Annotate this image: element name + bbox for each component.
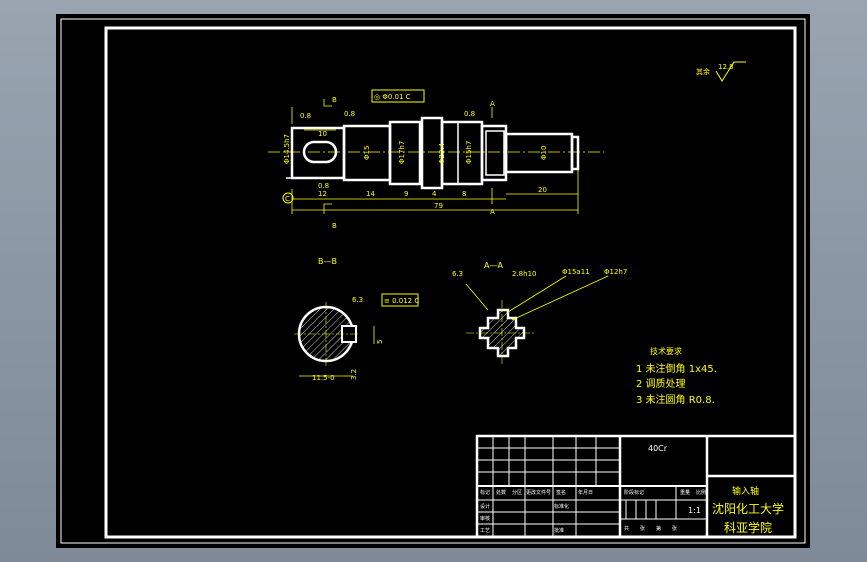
roughness-note-label: 其余: [696, 67, 710, 76]
title-block-label-change: 更改文件号: [526, 489, 551, 496]
requirement-item-3: 3 未注圆角 R0.8.: [636, 393, 715, 406]
length-label-4: 14: [366, 190, 375, 198]
section-aa-label-width: 2.8h10: [512, 270, 536, 278]
length-label-3: 12: [318, 190, 327, 198]
title-block-label-ratio: 比例: [696, 489, 706, 496]
title-block-label-no: 第: [656, 525, 661, 532]
roughness-value-3: 0.8: [464, 110, 475, 118]
length-label-9: 79: [434, 202, 443, 210]
section-mark-a-bottom: A: [490, 208, 495, 216]
roughness-value-2: 0.8: [344, 110, 355, 118]
section-bb-dim-width: 11.5-0: [312, 374, 335, 382]
requirement-item-1: 1 未注倒角 1x45.: [636, 362, 717, 375]
diameter-label-4: Φ23.4: [438, 142, 446, 164]
requirements-title: 技术要求: [650, 346, 682, 356]
roughness-note-value: 12.8: [718, 63, 734, 71]
section-bb-title: B—B: [318, 257, 337, 266]
length-label-2: 0.8: [318, 182, 329, 190]
title-block-label-review: 审核: [480, 515, 490, 522]
section-aa-title: A—A: [484, 261, 503, 270]
title-block-school-line2: 科亚学院: [724, 520, 772, 535]
title-block-label-stage: 阶段标记: [624, 489, 644, 496]
section-aa-roughness: 6.3: [452, 270, 463, 278]
title-block-label-count: 处数: [496, 489, 506, 496]
length-label-5: 9: [404, 190, 408, 198]
requirement-item-2: 2 调质处理: [636, 378, 686, 390]
length-label-1: 10: [318, 130, 327, 138]
tolerance-frame-box: [371, 89, 425, 103]
title-block-label-weight: 重量: [680, 489, 690, 496]
title-block-label-date: 年月日: [578, 489, 593, 496]
title-block: [475, 434, 797, 539]
section-mark-b-top: B: [332, 96, 337, 104]
shaft-main-view: [268, 116, 604, 190]
section-mark-b-bottom: B: [332, 222, 337, 230]
title-block-label-approve: 批准: [554, 527, 564, 534]
inner-border: [104, 26, 797, 539]
title-block-label-zone: 分区: [512, 489, 522, 496]
datum-label: C: [285, 195, 290, 203]
title-block-label-sheet2: 张: [672, 525, 677, 532]
title-block-label-standard: 标准化: [554, 503, 569, 510]
title-block-label-design: 设计: [480, 503, 490, 510]
cad-viewport[interactable]: 其余 12.8 B B A A C: [56, 14, 810, 548]
tolerance-frame-text: ◎ Φ0.01 C: [374, 93, 411, 101]
title-block-scale: 1:1: [688, 506, 701, 515]
section-aa-view: [465, 275, 609, 366]
datum-circle: [282, 192, 294, 204]
diameter-label-1: Φ14.5h7: [283, 134, 291, 164]
title-block-label-mark: 标记: [480, 489, 490, 496]
roughness-value-1: 0.8: [300, 112, 311, 120]
section-bb-dim-height: 5: [376, 340, 384, 344]
title-block-label-sign: 签名: [556, 489, 566, 496]
title-block-part-name: 输入轴: [732, 485, 759, 497]
title-block-label-sheet1: 张: [640, 525, 645, 532]
diameter-label-2: Φ15: [363, 146, 371, 160]
diameter-label-6: Φ10: [540, 146, 548, 160]
section-bb-dim-rough: 3.2: [350, 369, 358, 380]
title-block-label-process: 工艺: [480, 528, 490, 534]
diameter-label-5: Φ15h7: [465, 141, 473, 164]
length-label-8: 20: [538, 186, 547, 194]
cad-drawing: 其余 12.8 B B A A C: [60, 18, 806, 544]
title-block-label-total: 共: [624, 525, 629, 532]
section-aa-label-outer: Φ15a11: [562, 268, 590, 276]
title-block-school-line1: 沈阳化工大学: [712, 501, 784, 516]
section-bb-tolerance-text: ≡ 0.012 C: [384, 297, 419, 305]
outer-border: [60, 18, 806, 544]
length-label-7: 8: [462, 190, 466, 198]
roughness-symbol-icon: [715, 61, 746, 82]
section-bb-roughness: 6.3: [352, 296, 363, 304]
section-bb-tolerance-box: [381, 293, 419, 307]
diameter-label-3: Φ17h7: [398, 141, 406, 164]
section-aa-label-inner: Φ12h7: [604, 268, 627, 276]
section-mark-a-top: A: [490, 100, 495, 108]
length-label-6: 4: [432, 190, 437, 198]
shaft-dimension-lines: [291, 99, 579, 214]
section-bb-view: [294, 302, 375, 377]
title-block-material: 40Cr: [648, 444, 668, 453]
